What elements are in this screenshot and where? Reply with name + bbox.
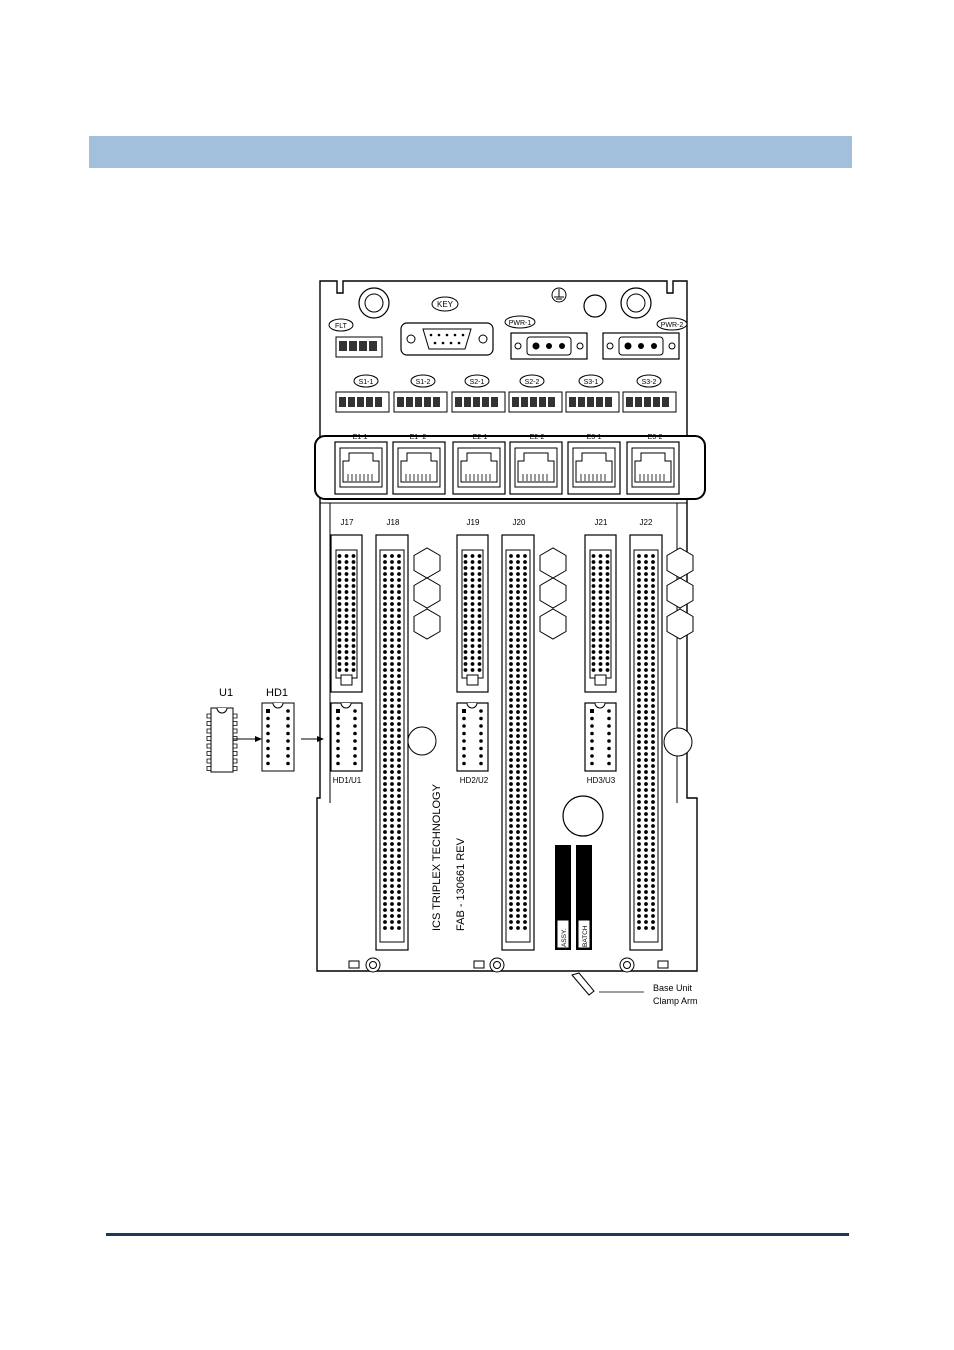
flt-connector: [336, 337, 382, 357]
inset-u1-label: U1: [219, 687, 233, 699]
hd-label-hd2: HD2/U2: [460, 776, 489, 785]
hd-socket: [457, 703, 488, 771]
flt-label: FLT: [335, 323, 348, 330]
mount-hole-left-inner: [365, 294, 383, 312]
board-text-line2: FAB - 130661 REV: [455, 837, 467, 931]
serial-label: S3-1: [584, 379, 599, 386]
serial-label: S3-2: [642, 379, 657, 386]
hd-label-hd1: HD1/U1: [333, 776, 362, 785]
long-jack-connector: [502, 535, 534, 950]
pwr2-connector: [603, 333, 679, 359]
inset-hd1-header: [262, 703, 294, 771]
round-cutout-left: [408, 727, 436, 755]
serial-label: S2-1: [470, 379, 485, 386]
serial-label: S2-2: [525, 379, 540, 386]
key-label: KEY: [437, 300, 454, 309]
ethernet-label: E2-1: [473, 434, 488, 441]
jack-label-j19: J19: [467, 518, 480, 527]
jack-label-j22: J22: [640, 518, 653, 527]
hd-socket: [585, 703, 616, 771]
callout-line1: Base Unit: [653, 983, 693, 993]
serial-label: S1-2: [416, 379, 431, 386]
ethernet-label: E3-2: [648, 434, 663, 441]
pwr2-label: PWR-2: [661, 322, 684, 329]
short-jack-connector: [457, 535, 488, 692]
section-header-bar: [89, 136, 852, 168]
ethernet-label: E2-2: [530, 434, 545, 441]
callout-line2: Clamp Arm: [653, 996, 698, 1006]
mount-hole-right-inner: [627, 294, 645, 312]
base-unit-diagram: KEY FLT PWR-1 PWR-2 S1-1: [197, 253, 742, 1013]
serial-label: S1-1: [359, 379, 374, 386]
ethernet-label: E3-1: [587, 434, 602, 441]
footer-rule: [106, 1233, 849, 1236]
inset-hd1-label: HD1: [266, 687, 288, 699]
board-text-line1: ICS TRIPLEX TECHNOLOGY: [431, 783, 443, 931]
db9-connector: [401, 323, 493, 355]
short-jack-connector: [331, 535, 362, 692]
assy-label: ASSY.: [561, 928, 568, 947]
clamp-arm: [572, 973, 644, 995]
base-unit-svg: KEY FLT PWR-1 PWR-2 S1-1: [197, 253, 742, 1013]
jack-label-j20: J20: [513, 518, 526, 527]
hd-socket: [331, 703, 362, 771]
ethernet-label: E1-1: [353, 434, 368, 441]
mount-hole-center: [584, 295, 606, 317]
pwr1-connector: [511, 333, 587, 359]
ethernet-port-e3-2: E3-2: [627, 434, 679, 494]
jack-label-j18: J18: [387, 518, 400, 527]
round-cutout-center: [563, 796, 603, 836]
pwr1-label: PWR-1: [509, 320, 532, 327]
round-cutout-right: [664, 728, 692, 756]
batch-label: BATCH: [582, 925, 589, 947]
ethernet-port-e2-2: E2-2: [510, 434, 562, 494]
jack-label-j21: J21: [595, 518, 608, 527]
ethernet-port-e2-1: E2-1: [453, 434, 505, 494]
long-jack-connector: [376, 535, 408, 950]
jack-label-j17: J17: [341, 518, 354, 527]
ground-icon: [552, 288, 566, 302]
ethernet-port-e1-1: E1-1: [335, 434, 387, 494]
ethernet-port-e3-1: E3-1: [568, 434, 620, 494]
short-jack-connector: [585, 535, 616, 692]
long-jack-connector: [630, 535, 662, 950]
inset-u1-chip: [211, 708, 233, 772]
ethernet-port-e1-2: E1- 2: [393, 434, 445, 494]
ethernet-label: E1- 2: [410, 434, 427, 441]
hd-label-hd3: HD3/U3: [587, 776, 616, 785]
